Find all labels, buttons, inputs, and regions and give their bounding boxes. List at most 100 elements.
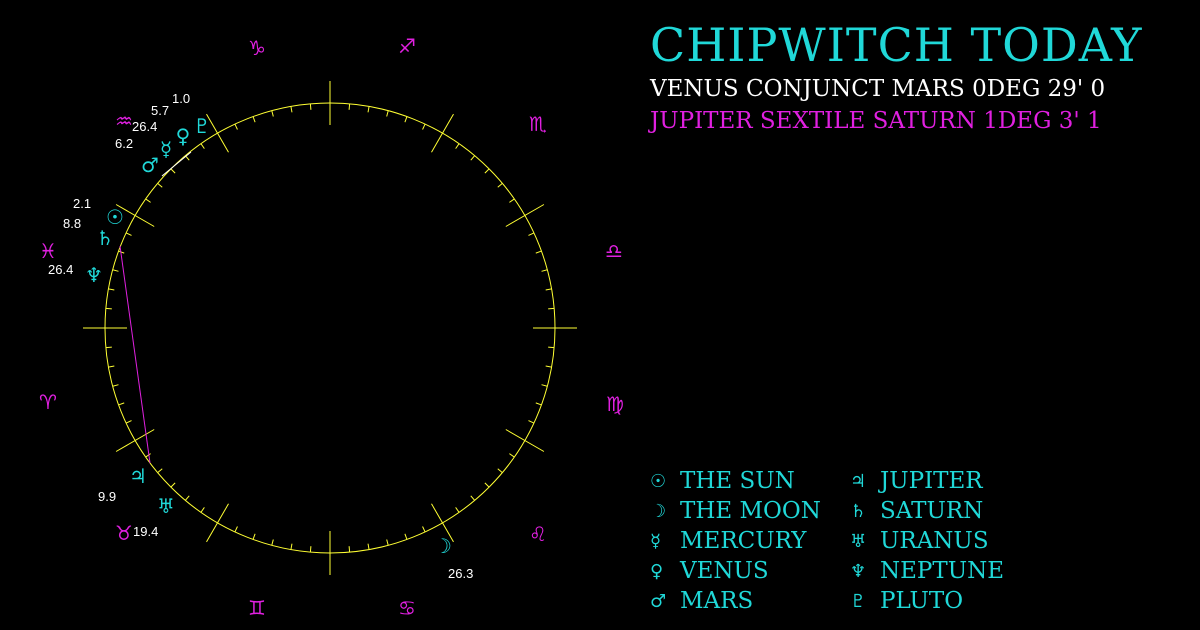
planet-venus-icon: ♀ [176, 124, 191, 148]
sign-leo-icon: ♌ [529, 522, 547, 546]
wheel-minor-tick [497, 182, 503, 188]
wheel-minor-tick [541, 269, 548, 272]
wheel-minor-tick [509, 453, 515, 458]
sign-taurus-icon: ♉ [115, 521, 133, 545]
legend-label: JUPITER [880, 468, 983, 494]
legend-label: SATURN [880, 498, 984, 524]
wheel-minor-tick [484, 482, 490, 488]
sign-cancer-icon: ♋ [398, 596, 416, 620]
wheel-minor-tick [108, 288, 115, 291]
legend-item-jupiter: ♃ JUPITER [850, 466, 1050, 496]
planet-mercury-icon: ☿ [160, 137, 172, 161]
wheel-minor-tick [200, 507, 205, 513]
planet-sun-degree: 2.1 [73, 196, 91, 211]
wheel-minor-tick [234, 526, 238, 533]
planet-jupiter-icon: ♃ [129, 464, 147, 488]
legend-item-saturn: ♄SATURN [850, 496, 1050, 526]
planet-uranus-degree: 19.4 [133, 524, 158, 539]
wheel-minor-tick [105, 307, 112, 310]
neptune-icon: ♆ [850, 560, 867, 582]
wheel-minor-tick [125, 232, 132, 236]
wheel-minor-tick [145, 453, 151, 458]
wheel-minor-tick [367, 106, 370, 113]
legend-label: PLUTO [880, 588, 964, 614]
wheel-minor-tick [157, 468, 163, 474]
legend-item-sun: ☉THE SUN [650, 466, 850, 496]
planet-venus-degree: 5.7 [151, 103, 169, 118]
legend-item-neptune: ♆ NEPTUNE [850, 556, 1050, 586]
wheel-minor-tick [386, 539, 389, 546]
planet-saturn-icon: ♄ [96, 226, 114, 250]
legend-item-mercury: ☿MERCURY [650, 526, 850, 556]
wheel-minor-tick [528, 420, 535, 424]
uranus-icon: ♅ [850, 530, 867, 552]
sign-capricorn-icon: ♑ [248, 36, 266, 60]
wheel-minor-tick [271, 110, 274, 117]
planet-pluto-degree: 1.0 [172, 91, 190, 106]
natal-chart-wheel: ♑ ♐ ♏ ♎ ♍ ♌ ♋ ♊ ♉ ♈ ♓ ♒ ♇ 1.0 ♀ 5.7 ☿ 26… [39, 34, 624, 620]
wheel-minor-tick [348, 546, 351, 553]
wheel-minor-tick [367, 543, 370, 550]
wheel-minor-tick [404, 116, 408, 123]
wheel-minor-tick [422, 526, 426, 533]
legend-item-pluto: ♇ PLUTO [850, 586, 1050, 616]
wheel-minor-tick [290, 106, 293, 113]
wheel-minor-tick [528, 232, 535, 236]
legend-label: THE MOON [680, 498, 821, 524]
sign-sagittarius-icon: ♐ [398, 34, 416, 58]
sun-icon: ☉ [650, 470, 667, 492]
legend-column-1: ☉THE SUN ☽THE MOON ☿MERCURY ♀ VENUS ♂ MARS [650, 466, 850, 616]
planet-moon-icon: ☽ [434, 534, 452, 558]
wheel-minor-tick [252, 533, 256, 540]
planet-mercury-degree: 26.4 [132, 119, 157, 134]
wheel-minor-tick [252, 116, 256, 123]
legend-column-2: ♃ JUPITER ♄SATURN ♅ URANUS ♆ NEPTUNE ♇ PLUTO [850, 466, 1050, 616]
wheel-minor-tick [509, 198, 515, 203]
wheel-minor-tick [541, 384, 548, 387]
legend-item-venus: ♀ VENUS [650, 556, 850, 586]
jupiter-icon: ♃ [850, 470, 867, 492]
wheel-minor-tick [404, 533, 408, 540]
legend-label: URANUS [880, 528, 989, 554]
wheel-minor-tick [545, 365, 552, 368]
wheel-minor-tick [112, 384, 119, 387]
wheel-minor-tick [497, 468, 503, 474]
wheel-minor-tick [271, 539, 274, 546]
wheel-minor-tick [112, 269, 119, 272]
planet-sun-icon: ☉ [106, 205, 124, 229]
legend-label: NEPTUNE [880, 558, 1005, 584]
wheel-minor-tick [170, 482, 176, 488]
mars-icon: ♂ [650, 590, 667, 612]
wheel-circle [104, 102, 556, 554]
wheel-minor-tick [348, 103, 351, 110]
wheel-minor-tick [484, 168, 490, 174]
wheel-minor-tick [118, 250, 125, 254]
sign-gemini-icon: ♊ [248, 596, 266, 620]
planet-jupiter-degree: 9.9 [98, 489, 116, 504]
aspect-line-jupiter-saturn [119, 245, 151, 464]
planet-moon-degree: 26.3 [448, 566, 473, 581]
legend-item-mars: ♂ MARS [650, 586, 850, 616]
aspect-venus-mars: VENUS CONJUNCT MARS 0DEG 29' 0 [650, 76, 1106, 102]
sign-scorpio-icon: ♏ [529, 112, 547, 136]
wheel-minor-tick [170, 168, 176, 174]
wheel-minor-tick [118, 402, 125, 406]
sign-pisces-icon: ♓ [39, 239, 57, 263]
legend-label: MARS [680, 588, 754, 614]
wheel-minor-tick [290, 543, 293, 550]
wheel-minor-tick [234, 123, 238, 130]
wheel-minor-tick [548, 307, 555, 310]
aspect-jupiter-saturn: JUPITER SEXTILE SATURN 1DEG 3' 1 [650, 108, 1102, 134]
sign-virgo-icon: ♍ [606, 392, 624, 416]
wheel-minor-tick [535, 402, 542, 406]
wheel-minor-tick [455, 143, 460, 149]
pluto-icon: ♇ [850, 590, 867, 612]
legend-item-moon: ☽THE MOON [650, 496, 850, 526]
venus-icon: ♀ [650, 560, 664, 582]
planet-pluto-icon: ♇ [193, 114, 211, 138]
legend-label: VENUS [680, 558, 769, 584]
wheel-minor-tick [145, 198, 151, 203]
sign-aquarius-icon: ♒ [115, 109, 133, 133]
wheel-minor-tick [545, 288, 552, 291]
planet-mars-icon: ♂ [141, 153, 159, 177]
